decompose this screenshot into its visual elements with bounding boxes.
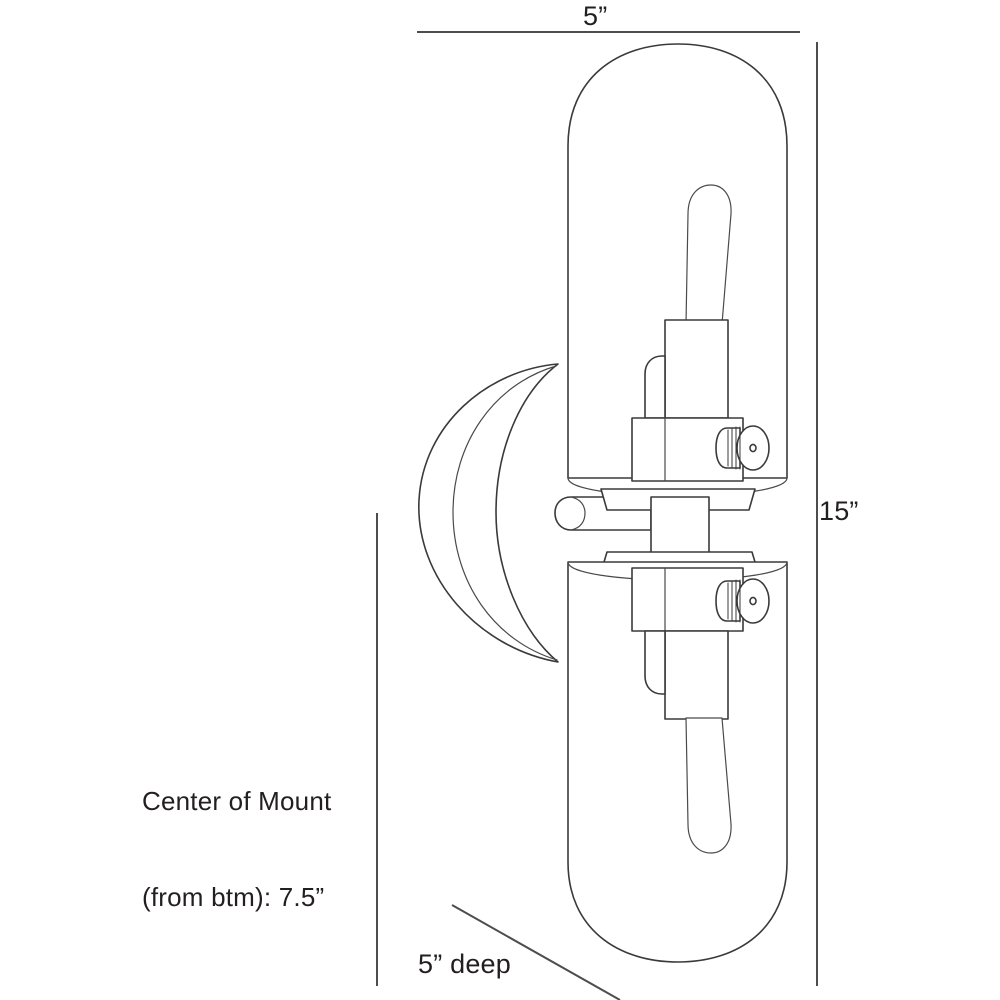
lower-socket-neck	[664, 630, 729, 720]
center-of-mount-label: Center of Mount (from btm): 7.5”	[142, 723, 331, 977]
lower-bulb	[685, 717, 732, 854]
height-dimension-label: 15”	[819, 496, 859, 526]
upper-light-assembly	[567, 43, 788, 511]
width-dimension-label: 5”	[583, 1, 608, 31]
upper-socket-bracket	[644, 355, 666, 419]
upper-thumbscrew	[715, 425, 770, 471]
upper-glass-shade	[567, 43, 788, 479]
lower-thumbscrew	[715, 578, 770, 624]
upper-socket-neck	[664, 319, 729, 419]
lower-socket-bracket	[644, 630, 666, 695]
upper-bulb	[685, 184, 732, 325]
depth-leader-line	[451, 904, 621, 1000]
lower-light-assembly	[567, 561, 788, 963]
center-of-mount-line-1: Center of Mount	[142, 786, 332, 817]
dimension-lines	[376, 31, 818, 1000]
hub-body	[650, 496, 710, 556]
center-of-mount-line-2: (from btm): 7.5”	[142, 881, 325, 912]
lower-glass-shade	[567, 561, 788, 963]
depth-dimension-label: 5” deep	[418, 949, 511, 979]
wall-mount-backplate	[418, 363, 559, 663]
